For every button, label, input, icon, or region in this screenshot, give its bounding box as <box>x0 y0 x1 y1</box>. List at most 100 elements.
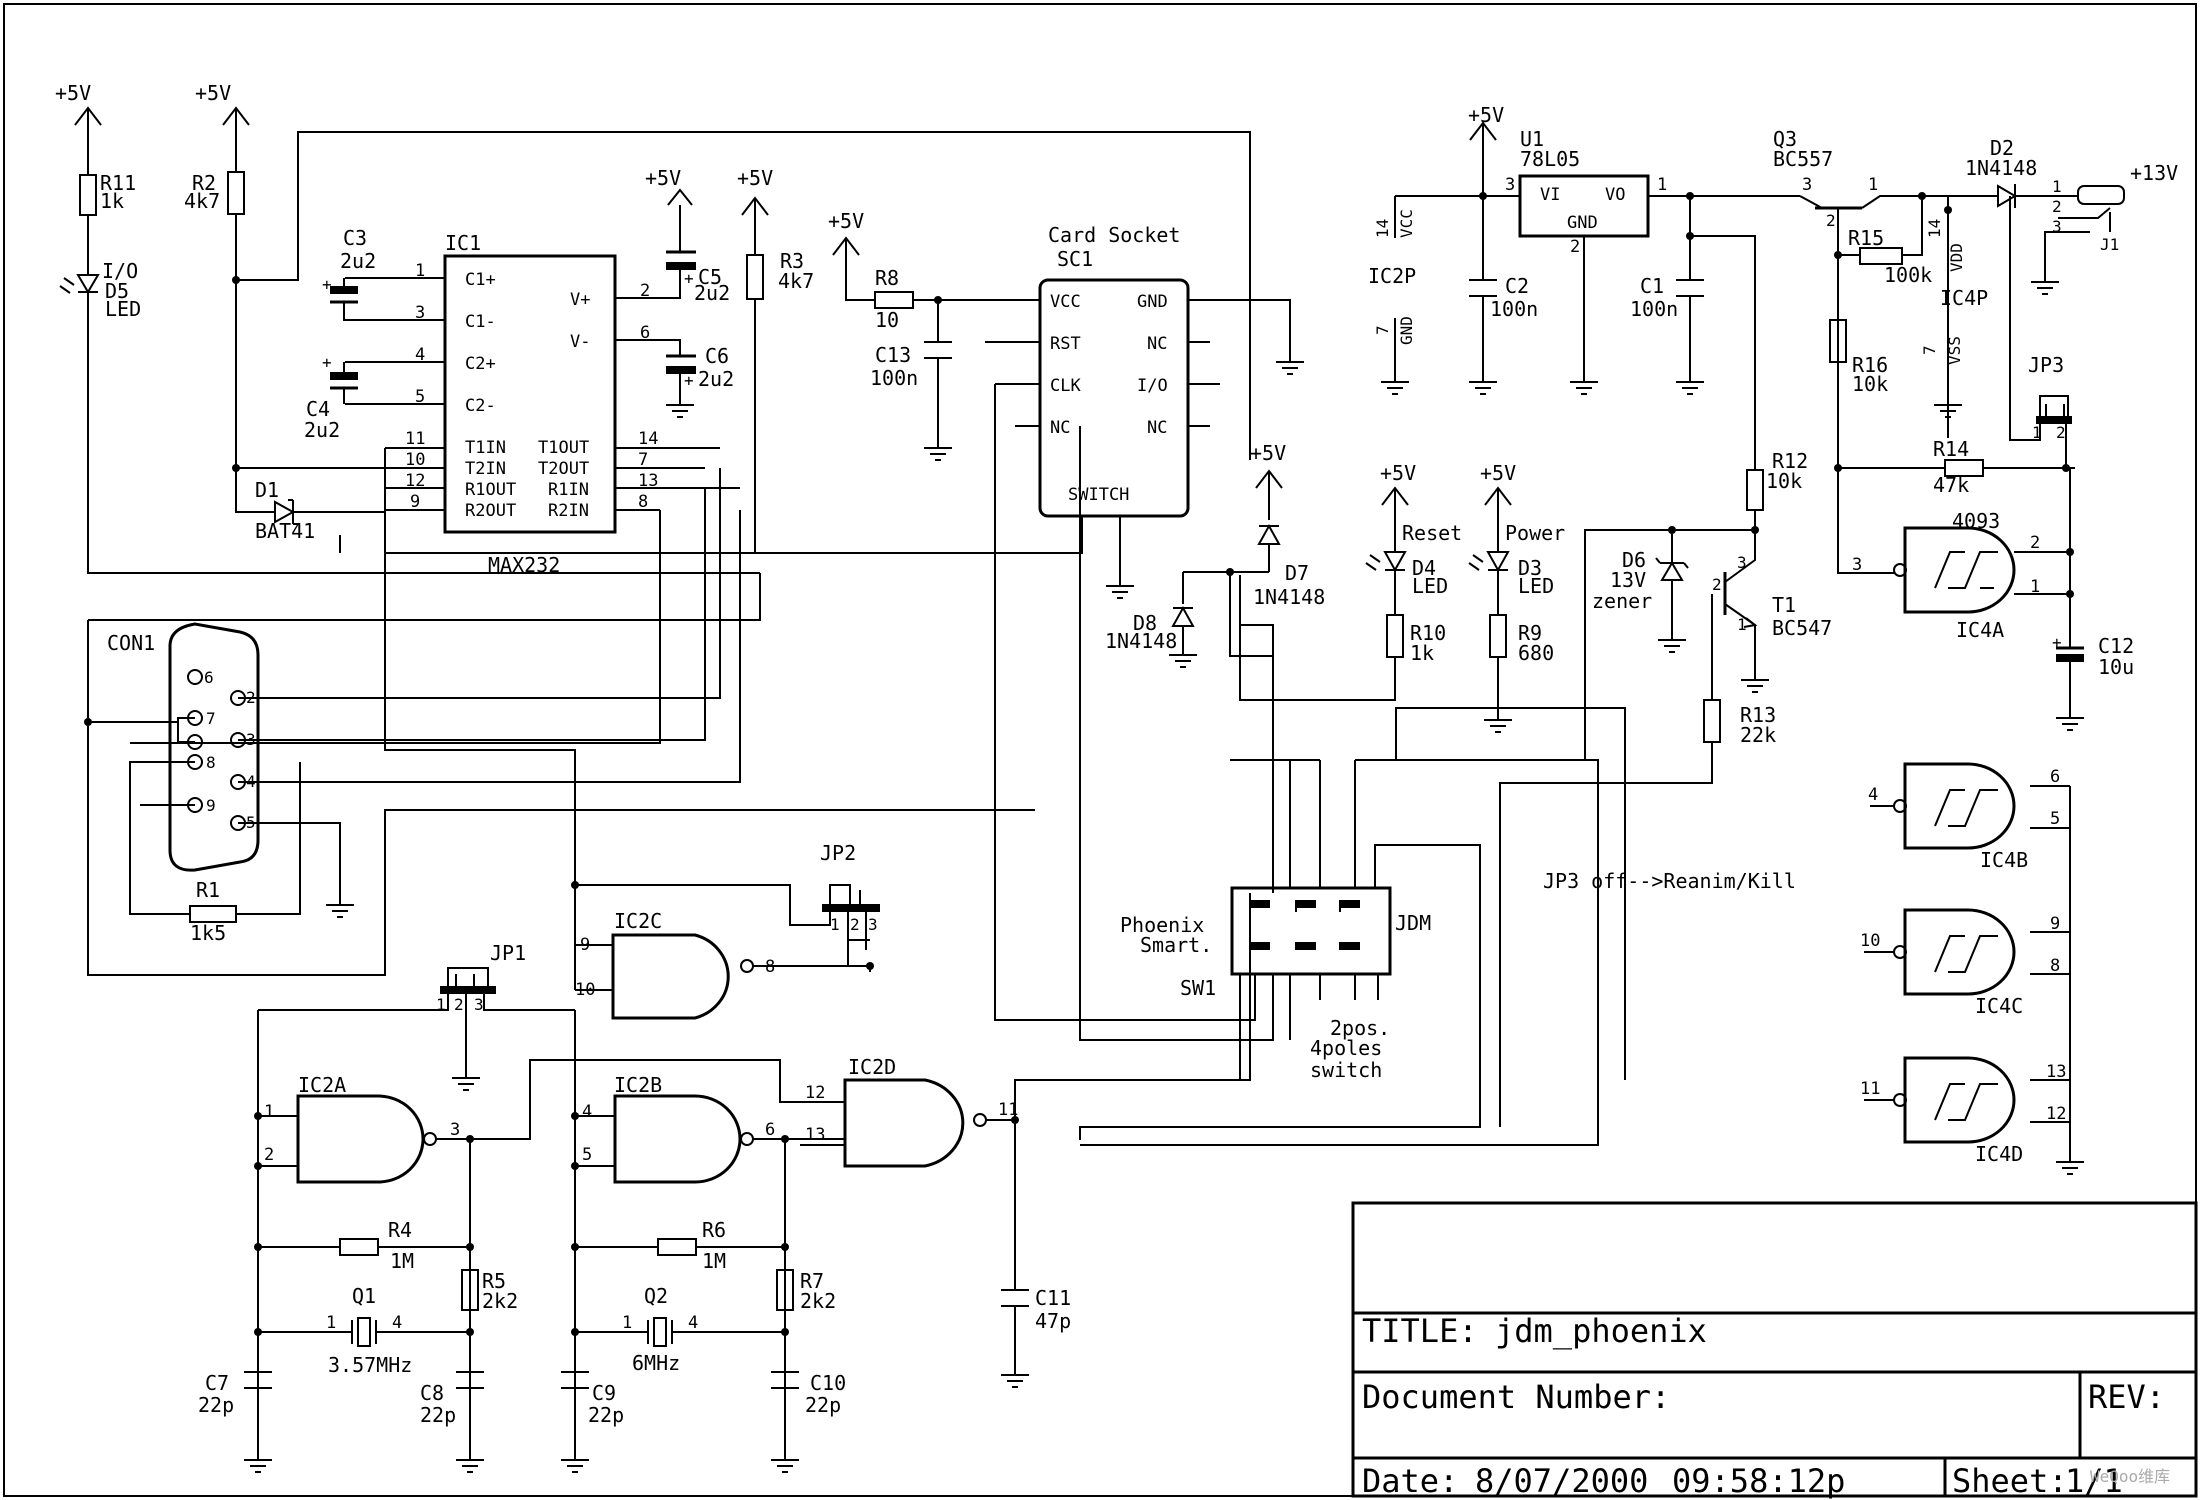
pin-r2out: R2OUT <box>465 501 516 521</box>
pin-num: 3 <box>868 915 878 934</box>
pin-num: 12 <box>2046 1104 2066 1124</box>
pin-c2plus: C2+ <box>465 354 496 374</box>
jp3-ref: JP3 <box>2028 353 2064 377</box>
sheet-label: Sheet: <box>1952 1462 2068 1500</box>
pin-t1in: T1IN <box>465 438 506 458</box>
pin-r1in: R1IN <box>548 480 589 500</box>
title-label: TITLE: <box>1362 1312 1478 1350</box>
supply-5v-label: +5V <box>1468 103 1504 127</box>
pin-num: 3 <box>1802 175 1812 195</box>
pin-t2out: T2OUT <box>538 459 589 479</box>
pin-num: 3 <box>474 995 484 1014</box>
pin-num: 1 <box>436 995 446 1014</box>
pin-num: 11 <box>998 1100 1018 1120</box>
transistor-q3: Q3 BC557 3 1 2 R15 100k R16 10k <box>1773 127 1935 475</box>
r6-value: 1M <box>702 1249 726 1273</box>
t1-ref: T1 <box>1772 593 1796 617</box>
ic4p-ref: IC4P <box>1940 286 1988 310</box>
pin-num: 13 <box>2046 1062 2066 1082</box>
pin-num: 9 <box>410 492 420 512</box>
pin-num: 14 <box>1373 219 1392 238</box>
socket-ref: SC1 <box>1057 247 1093 271</box>
d1-ref: D1 <box>255 478 279 502</box>
socket-pin-clk: CLK <box>1050 376 1081 396</box>
ic4d-ref: IC4D <box>1975 1142 2023 1166</box>
wire-r2 <box>130 488 661 744</box>
d3-label: Power <box>1505 521 1565 545</box>
ic2b-gate: IC2B 4 5 6 <box>575 1073 845 1184</box>
c10-value: 22p <box>805 1393 841 1417</box>
r4-ref: R4 <box>388 1218 412 1242</box>
sw1-left-label: Phoenix <box>1120 913 1204 937</box>
jp1-ref: JP1 <box>490 941 526 965</box>
r8-value: 10 <box>875 308 899 332</box>
c1-ref: C1 <box>1640 274 1664 298</box>
pin-num: 8 <box>638 492 648 512</box>
d4-label: Reset <box>1402 521 1462 545</box>
pin-num: 12 <box>405 471 425 491</box>
pin-num: 4 <box>1868 785 1878 805</box>
pin-num: 6 <box>2050 767 2060 787</box>
pin-num: 1 <box>264 1102 274 1122</box>
sheet-value: 1/1 <box>2065 1462 2123 1500</box>
ic4c-gate: IC4C 10 9 8 <box>1860 908 2070 1018</box>
transistor-t1-network: R12 10k D6 13V zener T1 BC547 3 2 1 R13 … <box>1480 449 1832 1127</box>
pin-num: 4 <box>582 1102 592 1122</box>
d7-ref: D7 <box>1285 561 1309 585</box>
ic1-ref: IC1 <box>445 231 481 255</box>
pin-num: 1 <box>2052 177 2062 196</box>
pin-num: 3 <box>1737 553 1747 572</box>
pin-c1minus: C1- <box>465 312 496 332</box>
r3-ref: R3 <box>780 249 804 273</box>
ic4a-gate: 4093 IC4A 3 2 1 C12 10u + <box>1837 468 2134 731</box>
pin-num: 1 <box>1657 175 1667 195</box>
r7-ref: R7 <box>800 1269 824 1293</box>
pin-num: 4 <box>392 1313 402 1333</box>
led-d4-reset: +5V Reset D4 LED R10 1k <box>1365 461 1462 700</box>
cap-c6: C6 2u2 + <box>666 339 734 418</box>
supply-13v-label: +13V <box>2130 161 2178 185</box>
c11-value: 47p <box>1035 1309 1071 1333</box>
pin-c2minus: C2- <box>465 396 496 416</box>
pin-num: 1 <box>1737 615 1747 634</box>
supply-5v-label: +5V <box>1250 441 1286 465</box>
cap-c4: C4 2u2 + <box>304 353 358 442</box>
title-block: TITLE: jdm_phoenix Document Number: REV:… <box>1351 1201 2198 1500</box>
c3-ref: C3 <box>343 226 367 250</box>
pin-num: 1 <box>415 261 425 281</box>
ic2a-ref: IC2A <box>298 1073 346 1097</box>
u1-part: 78L05 <box>1520 147 1580 171</box>
q1-value: 3.57MHz <box>328 1353 412 1377</box>
q3-ref: Q3 <box>1773 127 1797 151</box>
j1-ref: J1 <box>2100 235 2119 254</box>
d3-ref: D3 <box>1518 556 1542 580</box>
r5-ref: R5 <box>482 1269 506 1293</box>
pin-num: 2 <box>264 1145 274 1165</box>
date-label: Date: <box>1362 1462 1458 1500</box>
r2-ref: R2 <box>192 171 216 195</box>
u1-pin-gnd: GND <box>1567 213 1598 233</box>
sw1-desc: 2pos. <box>1330 1016 1390 1040</box>
socket-pin-io: I/O <box>1137 376 1168 396</box>
pin-num: 1 <box>2032 423 2042 442</box>
pin-r2in: R2IN <box>548 501 589 521</box>
sw1-ref: SW1 <box>1180 976 1216 1000</box>
jumper-jp2: JP2 1 2 3 <box>571 841 880 970</box>
pin-c1plus: C1+ <box>465 270 496 290</box>
pin-num: 3 <box>1852 555 1862 575</box>
ic4p-vdd: VDD <box>1947 243 1966 272</box>
d7-value: 1N4148 <box>1253 585 1325 609</box>
ic2p-power: 14 VCC IC2P 7 GND <box>1368 196 1416 395</box>
pin-num: 7 <box>1920 345 1939 355</box>
d5-value: LED <box>105 297 141 321</box>
jp2-ref: JP2 <box>820 841 856 865</box>
ic2b-ref: IC2B <box>614 1073 662 1097</box>
pin-num: 2 <box>850 915 860 934</box>
c6-value: 2u2 <box>698 367 734 391</box>
supply-5v-label: +5V <box>1380 461 1416 485</box>
jumper-jp1: JP1 1 2 3 <box>258 941 575 1091</box>
signal-wires <box>1015 624 1599 1146</box>
r9-ref: R9 <box>1518 621 1542 645</box>
sw1-right-label: JDM <box>1395 911 1431 935</box>
time-value: 09:58:12p <box>1672 1462 1845 1500</box>
